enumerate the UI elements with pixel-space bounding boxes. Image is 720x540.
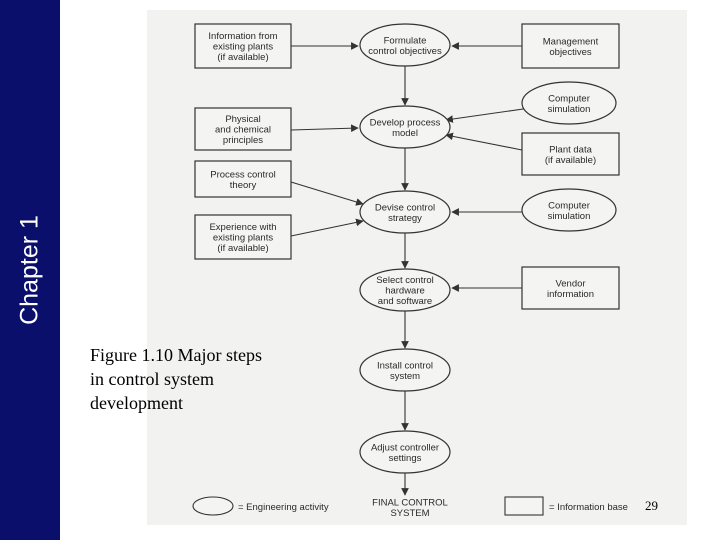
- node-label-line: Computer: [548, 200, 590, 211]
- activity-ellipse-shape: [359, 23, 451, 67]
- activity-ellipse-shape: [521, 188, 617, 232]
- node-label-line: existing plants: [213, 233, 273, 244]
- node-label-line: objectives: [549, 47, 591, 58]
- info-box-shape: [521, 132, 620, 176]
- info-box-shape: [521, 23, 620, 69]
- info-box-shape: [194, 214, 292, 260]
- flow-arrow: [290, 218, 364, 237]
- activity-ellipse-shape: [359, 348, 451, 392]
- flow-arrow: [445, 132, 523, 151]
- activity-ellipse-shape: [359, 190, 451, 234]
- node-label-line: (if available): [217, 52, 268, 63]
- node-label-line: existing plants: [213, 42, 273, 53]
- node-label-line: simulation: [548, 211, 591, 222]
- chapter-sidebar: Chapter 1: [0, 0, 60, 540]
- activity-ellipse-shape: [359, 105, 451, 149]
- node-label-line: information: [547, 289, 594, 300]
- activity-ellipse-shape: [359, 430, 451, 474]
- node-label-line: (if available): [545, 155, 596, 166]
- node-label-line: Plant data: [549, 144, 592, 155]
- node-label-line: Adjust controller: [371, 442, 439, 453]
- legend: = Engineering activity = Information base: [192, 496, 628, 516]
- activity-ellipse-shape: [521, 81, 617, 125]
- node-plant-data: Plant data(if available): [521, 132, 620, 176]
- node-label-line: (if available): [217, 243, 268, 254]
- node-label-line: FINAL CONTROL: [372, 497, 448, 508]
- node-label-line: Select control: [376, 275, 434, 286]
- node-label-line: Devise control: [375, 202, 435, 213]
- node-label-line: SYSTEM: [390, 508, 429, 519]
- node-label-line: hardware: [385, 286, 425, 297]
- flow-arrows: [290, 42, 531, 496]
- node-label-line: Computer: [548, 93, 590, 104]
- info-box-shape: [521, 266, 620, 310]
- node-label-line: simulation: [548, 104, 591, 115]
- node-label-line: theory: [230, 180, 257, 191]
- legend-ellipse-symbol: [192, 496, 234, 516]
- flow-arrow: [290, 181, 364, 206]
- node-label-line: Experience with: [209, 222, 276, 233]
- node-label-line: and software: [378, 296, 432, 307]
- legend-info-label: = Information base: [549, 502, 628, 513]
- legend-box-symbol: [504, 496, 544, 516]
- activity-ellipse-shape: [359, 268, 451, 312]
- info-box-shape: [194, 107, 292, 151]
- node-label-line: Install control: [377, 360, 433, 371]
- node-label-line: Develop process: [370, 117, 441, 128]
- page-number: 29: [645, 498, 658, 513]
- node-label-line: Formulate: [384, 35, 427, 46]
- node-label-line: control objectives: [368, 46, 442, 57]
- node-label-line: Management: [543, 36, 599, 47]
- legend-activity-label: = Engineering activity: [238, 502, 329, 513]
- node-label-line: Vendor: [555, 278, 585, 289]
- node-label-line: model: [392, 128, 418, 139]
- node-label-line: settings: [389, 453, 422, 464]
- node-label-line: and chemical: [215, 125, 271, 136]
- flow-arrow: [290, 124, 359, 133]
- node-label-line: Process control: [210, 169, 275, 180]
- figure-caption: Figure 1.10 Major steps in control syste…: [90, 345, 262, 413]
- info-box-shape: [194, 23, 292, 69]
- node-label-line: strategy: [388, 213, 422, 224]
- node-label-line: principles: [223, 135, 263, 146]
- node-label-line: Information from: [208, 31, 277, 42]
- node-label-line: system: [390, 371, 420, 382]
- flow-arrow: [445, 107, 531, 123]
- info-box-shape: [194, 160, 292, 198]
- node-label-line: Physical: [225, 114, 260, 125]
